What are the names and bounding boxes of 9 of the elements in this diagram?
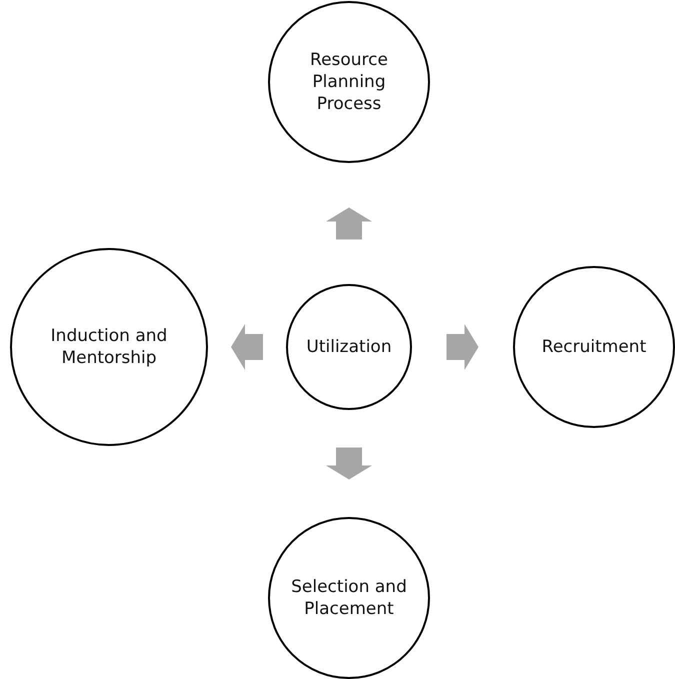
block-arrow — [326, 208, 372, 240]
block-arrow — [446, 324, 478, 370]
block-arrow — [326, 448, 372, 480]
node-label: Selection and Placement — [290, 576, 408, 620]
node-label: Resource Planning Process — [309, 48, 389, 116]
block-arrow — [231, 324, 263, 370]
node-label: Induction and Mentorship — [50, 324, 168, 370]
node-label: Recruitment — [542, 336, 646, 358]
node-label: Utilization — [306, 336, 392, 358]
